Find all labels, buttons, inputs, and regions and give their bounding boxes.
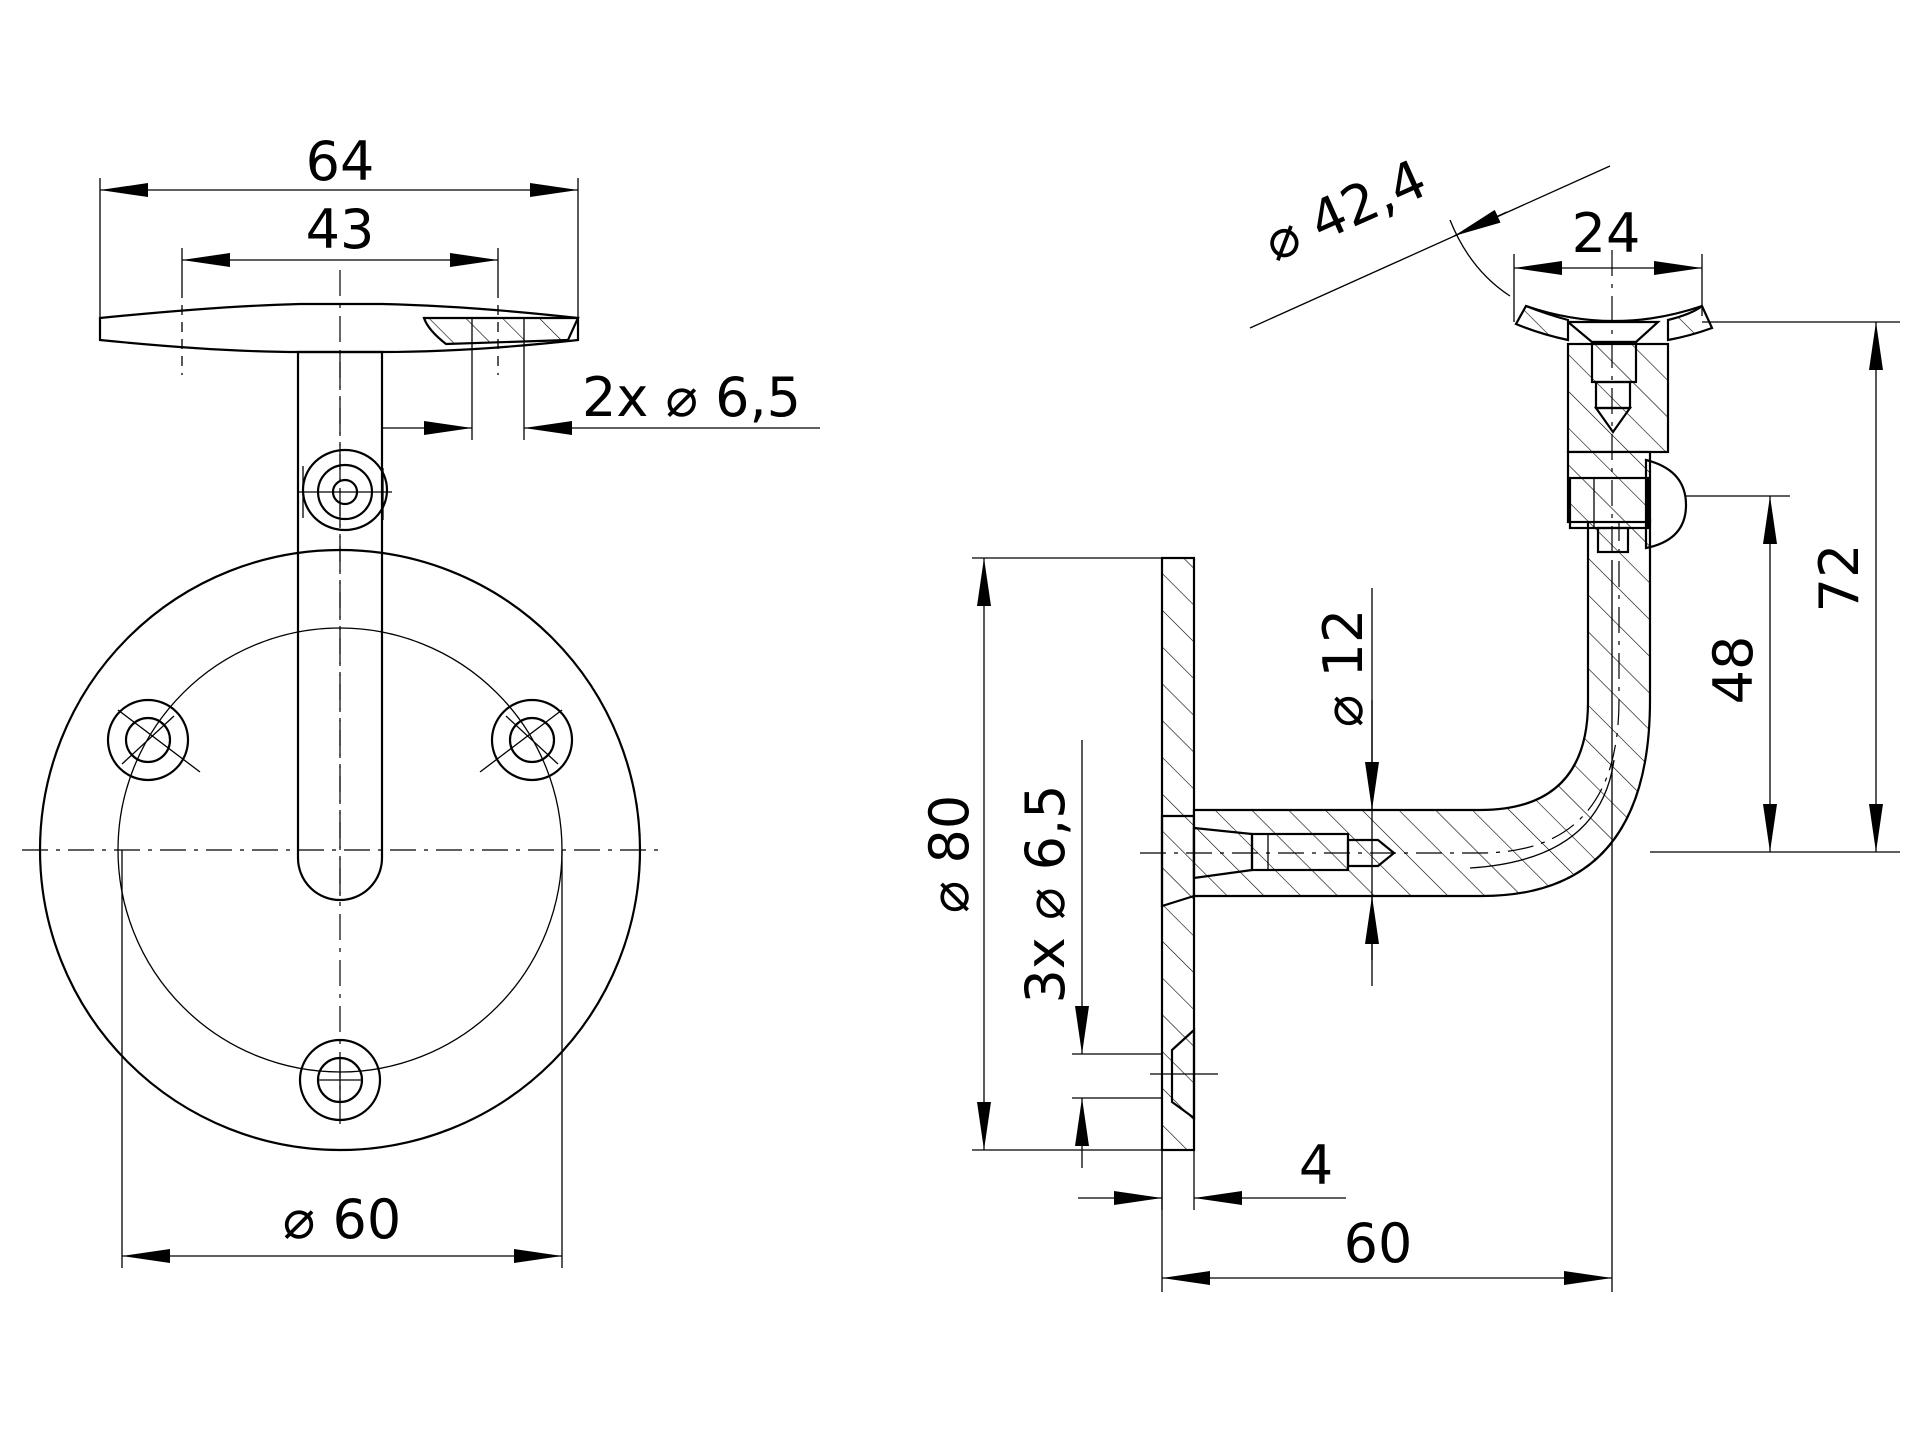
dimension-handrail-diameter: ⌀ 42,4	[1249, 147, 1611, 329]
dimension-plate-holes: 3x ⌀ 6,5	[1014, 740, 1162, 1168]
dim-43-label: 43	[306, 198, 375, 261]
dimension-24: 24	[1513, 202, 1703, 322]
dim-handrail-diameter-label: ⌀ 42,4	[1255, 147, 1436, 274]
saddle-plate	[98, 288, 580, 375]
dim-plate-holes-label: 3x ⌀ 6,5	[1014, 784, 1077, 1003]
dimension-48: 48	[1686, 495, 1790, 852]
dim-base-diameter-label: ⌀ 60	[283, 1188, 401, 1251]
dimension-72: 72	[1650, 321, 1900, 853]
plate-screw	[1192, 826, 1396, 880]
dim-48-label: 48	[1702, 636, 1765, 705]
dimension-64: 64	[99, 130, 579, 318]
dimension-arm-diameter: ⌀ 12	[1312, 588, 1379, 986]
dim-arm-diameter-label: ⌀ 12	[1312, 609, 1375, 727]
dimension-plate-diameter: ⌀ 80	[918, 557, 1162, 1151]
side-saddle	[1514, 304, 1714, 342]
hinge-joint	[298, 448, 392, 532]
dim-60-label: 60	[1344, 1212, 1413, 1275]
mounting-hole-right	[479, 698, 574, 782]
dimension-base-diameter: ⌀ 60	[121, 850, 563, 1268]
dimension-4: 4	[1078, 1134, 1346, 1210]
dim-plate-diameter-label: ⌀ 80	[918, 795, 981, 913]
side-hinge-joint	[1564, 320, 1688, 554]
dim-24-label: 24	[1572, 202, 1641, 265]
dim-64-label: 64	[306, 130, 375, 193]
mounting-hole-bottom	[298, 1038, 382, 1122]
dimension-60: 60	[1161, 560, 1613, 1292]
dim-4-label: 4	[1299, 1134, 1333, 1197]
side-view: ⌀ 42,4 24 72 48 ⌀ 12	[918, 147, 1900, 1292]
wall-plate-section	[1150, 556, 1218, 1152]
dimension-43: 43	[181, 198, 499, 288]
bent-arm-section	[1192, 518, 1652, 898]
dim-saddle-holes-label: 2x ⌀ 6,5	[582, 366, 801, 429]
dim-72-label: 72	[1808, 544, 1871, 613]
dimension-saddle-holes: 2x ⌀ 6,5	[382, 345, 820, 440]
mounting-hole-left	[106, 698, 201, 782]
support-arm	[296, 350, 384, 902]
front-view: 64 43 2x ⌀ 6,5 ⌀ 60	[22, 130, 820, 1268]
